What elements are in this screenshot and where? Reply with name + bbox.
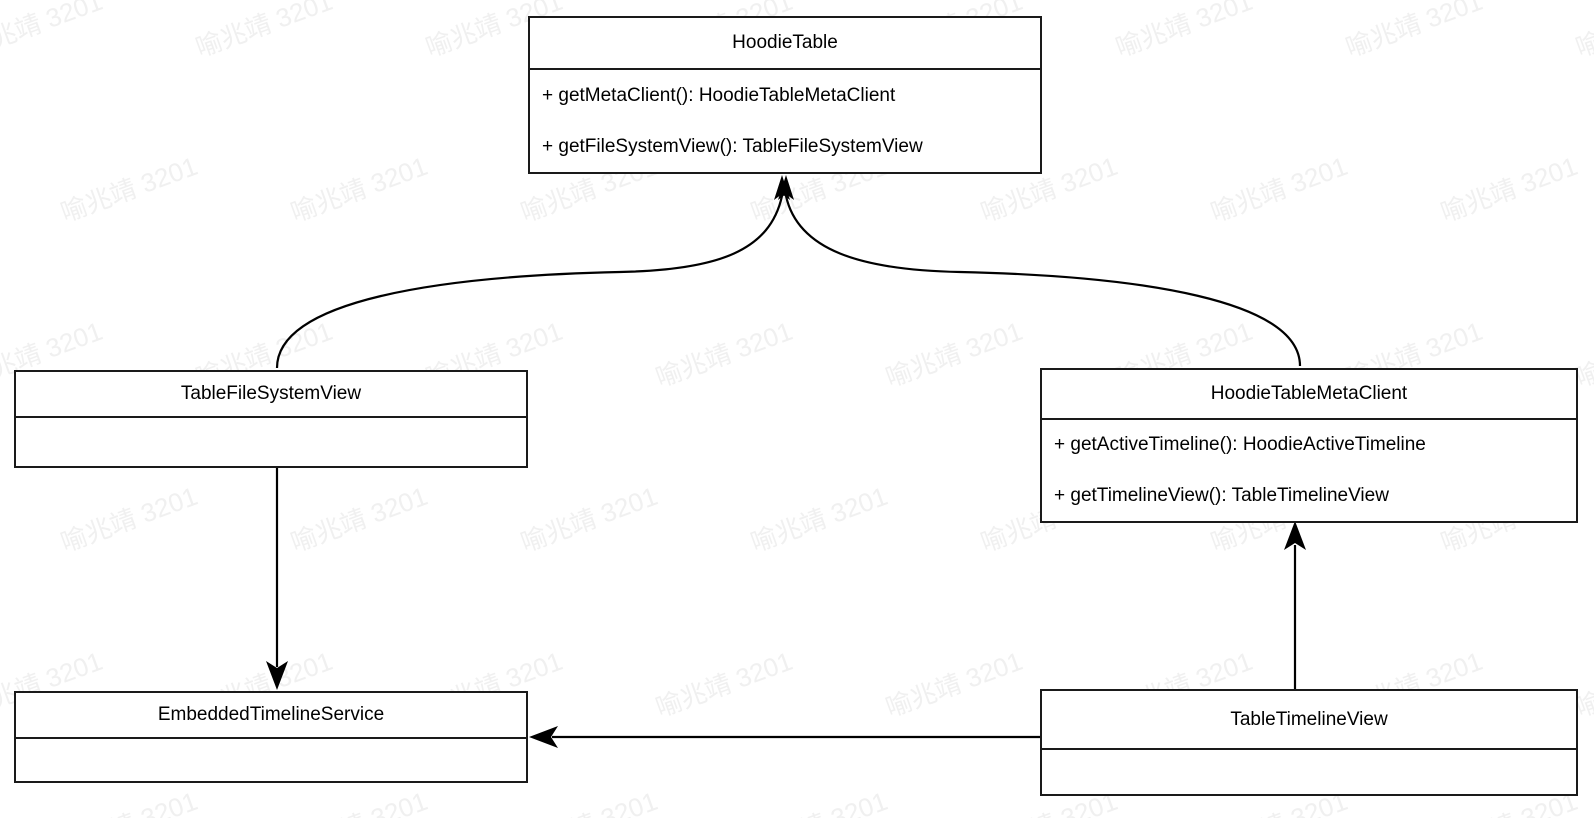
watermark-text: 喻兆靖 3201 <box>285 781 432 818</box>
connector-hoodietablemetaclient-to-hoodietable <box>778 175 1302 367</box>
uml-member: + getFileSystemView(): TableFileSystemVi… <box>542 135 923 157</box>
watermark-text: 喻兆靖 3201 <box>1571 0 1594 63</box>
uml-class-name: EmbeddedTimelineService <box>16 693 526 739</box>
uml-class-hoodie-table-meta-client[interactable]: HoodieTableMetaClient + getActiveTimeline… <box>1040 368 1578 523</box>
uml-class-embedded-timeline-service[interactable]: EmbeddedTimelineService <box>14 691 528 783</box>
uml-class-name: TableTimelineView <box>1042 691 1576 750</box>
connector-tabletimelineview-to-embeddedtimelineservice <box>529 726 1040 748</box>
uml-class-name: HoodieTable <box>530 18 1040 70</box>
uml-member: + getTimelineView(): TableTimelineView <box>1054 484 1389 506</box>
uml-class-members <box>16 418 526 466</box>
watermark-text: 喻兆靖 3201 <box>516 480 662 558</box>
watermark-text: 喻兆靖 3201 <box>286 150 432 228</box>
watermark-text: 喻兆靖 3201 <box>286 480 432 558</box>
watermark-text: 喻兆靖 3201 <box>191 0 337 63</box>
uml-class-name: TableFileSystemView <box>16 372 526 418</box>
watermark-text: 喻兆靖 3201 <box>56 150 202 228</box>
uml-class-name: HoodieTableMetaClient <box>1042 370 1576 420</box>
uml-class-members: + getActiveTimeline(): HoodieActiveTimel… <box>1042 420 1576 521</box>
connector-tablefilesystemview-to-embeddedtimelineservice <box>266 468 288 690</box>
uml-member: + getMetaClient(): HoodieTableMetaClient <box>542 84 896 106</box>
uml-class-members <box>1042 750 1576 794</box>
connector-tablefilesystemview-to-hoodietable <box>275 175 790 369</box>
uml-class-table-timeline-view[interactable]: TableTimelineView <box>1040 689 1578 796</box>
watermark-text: 喻兆靖 3201 <box>0 0 107 63</box>
uml-class-members <box>16 739 526 781</box>
uml-class-table-file-system-view[interactable]: TableFileSystemView <box>14 370 528 468</box>
watermark-text: 喻兆靖 3201 <box>651 645 797 723</box>
watermark-text: 喻兆靖 3201 <box>515 781 662 818</box>
watermark-text: 喻兆靖 3201 <box>1436 150 1582 228</box>
watermark-text: 喻兆靖 3201 <box>745 781 892 818</box>
watermark-text: 喻兆靖 3201 <box>881 315 1027 393</box>
watermark-text: 喻兆靖 3201 <box>1206 150 1352 228</box>
uml-member: + getActiveTimeline(): HoodieActiveTimel… <box>1054 434 1426 456</box>
watermark-text: 喻兆靖 3201 <box>881 645 1027 723</box>
uml-class-hoodie-table[interactable]: HoodieTable+ getMetaClient(): HoodieTabl… <box>528 16 1042 174</box>
connector-tabletimelineview-to-hoodietablemetaclient <box>1284 521 1306 689</box>
watermark-text: 喻兆靖 3201 <box>651 315 797 393</box>
uml-class-members: + getMetaClient(): HoodieTableMetaClient… <box>530 70 1040 172</box>
watermark-text: 喻兆靖 3201 <box>1341 0 1487 63</box>
watermark-text: 喻兆靖 3201 <box>746 480 892 558</box>
watermark-text: 喻兆靖 3201 <box>1111 0 1257 63</box>
watermark-text: 喻兆靖 3201 <box>56 480 202 558</box>
watermark-text: 喻兆靖 3201 <box>55 781 202 818</box>
